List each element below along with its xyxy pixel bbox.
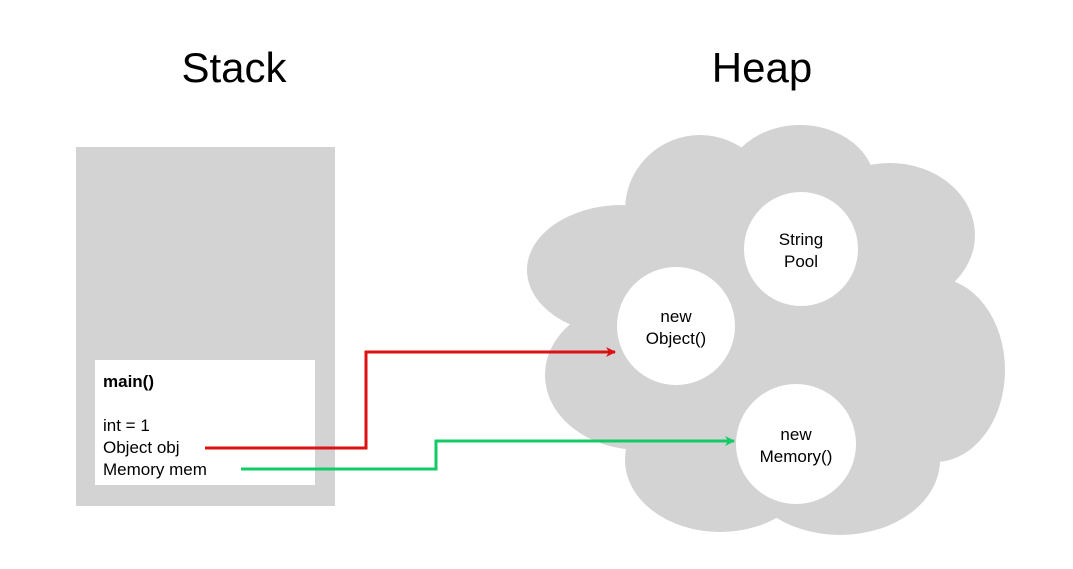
stack-title: Stack: [181, 44, 287, 91]
variable-object-obj: Object obj: [103, 438, 180, 457]
heap-title: Heap: [712, 44, 812, 91]
string-pool-label-line1: String: [779, 230, 823, 249]
new-object-label-line2: Object(): [646, 329, 706, 348]
new-object-node: [617, 267, 735, 385]
mem-reference-arrow: [241, 436, 735, 471]
string-pool-node: [744, 192, 858, 306]
main-stack-frame: [95, 360, 315, 485]
variable-int: int = 1: [103, 416, 150, 435]
obj-reference-arrow: [205, 347, 616, 450]
new-object-label-line1: new: [660, 307, 692, 326]
string-pool-label-line2: Pool: [784, 252, 818, 271]
variable-memory-mem: Memory mem: [103, 460, 207, 479]
new-memory-label-line2: Memory(): [760, 447, 833, 466]
new-memory-label-line1: new: [780, 425, 812, 444]
new-memory-node: [736, 384, 856, 504]
frame-name: main(): [103, 372, 154, 391]
